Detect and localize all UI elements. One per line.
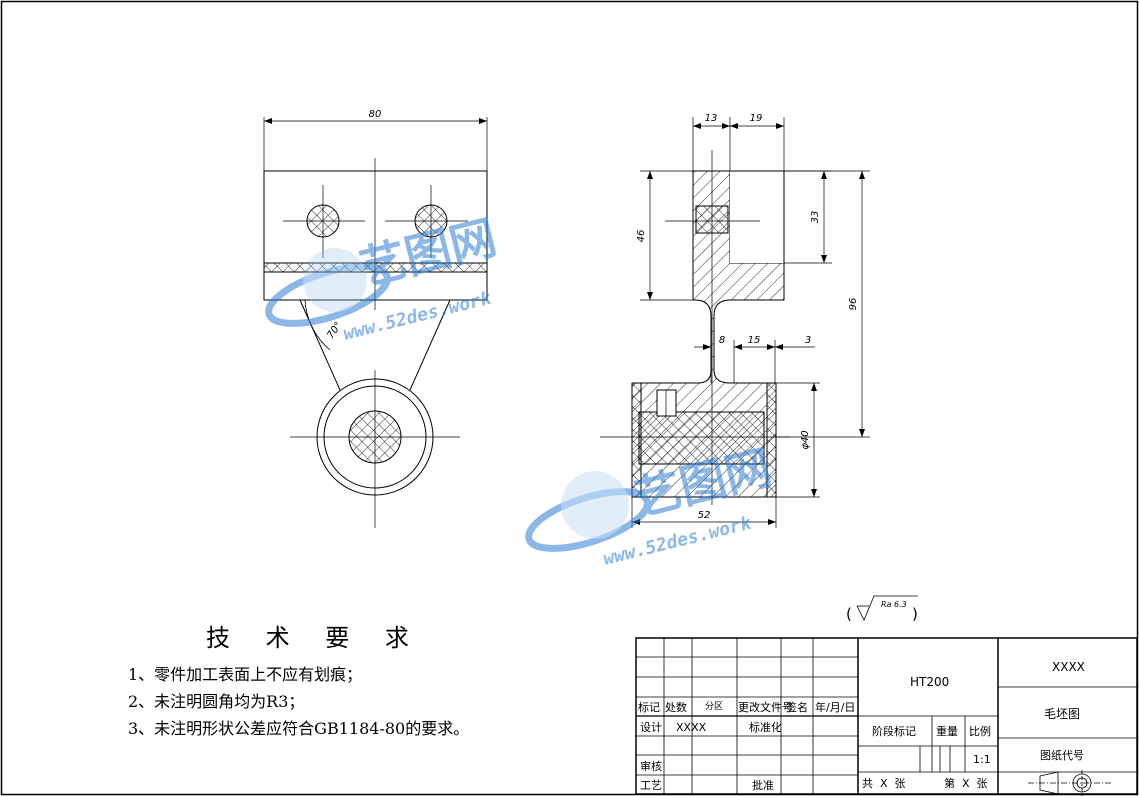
dim-3-label: 3	[805, 335, 811, 346]
tb-zone: 分区	[705, 702, 724, 712]
tb-company: XXXX	[1052, 660, 1085, 674]
dim-33-label: 33	[810, 211, 821, 224]
front-dim-80	[263, 117, 488, 171]
front-view-centerlines	[283, 158, 468, 528]
watermark-logo-1: 艺图网 www.52des.work	[265, 210, 502, 345]
tb-weight: 重量	[936, 725, 958, 738]
tb-standardize: 标准化	[749, 721, 782, 734]
tb-stage-mark: 阶段标记	[872, 725, 916, 738]
tb-sheet-no: 第 X 张	[944, 777, 988, 790]
tb-review: 审核	[640, 760, 662, 773]
tb-design-value: XXXX	[676, 721, 707, 734]
technical-requirements: 技 术 要 求 1、零件加工表面上不应有划痕； 2、未注明圆角均为R3； 3、未…	[128, 618, 608, 742]
tb-count: 处数	[665, 701, 687, 714]
surface-finish-symbol: ( )	[846, 595, 918, 623]
tb-change-doc: 更改文件号	[738, 701, 793, 714]
dim-13-label: 13	[705, 113, 718, 124]
dim-angle-label: 70°	[325, 320, 344, 341]
dim-40-label: φ40	[800, 430, 811, 449]
tb-sheets-total: 共 X 张	[862, 777, 906, 790]
dim-52-label: 52	[698, 510, 711, 521]
tb-process: 工艺	[640, 779, 662, 792]
dim-96-label: 96	[848, 298, 859, 311]
tb-scale: 比例	[969, 725, 991, 738]
front-view	[263, 170, 488, 496]
svg-text:www.52des.work: www.52des.work	[601, 512, 754, 569]
dim-8-label: 8	[719, 335, 725, 346]
dim-15-label: 15	[748, 335, 761, 346]
note-item: 1、零件加工表面上不应有划痕；	[128, 665, 363, 684]
svg-text:(: (	[846, 605, 852, 623]
projection-symbol-icon	[1028, 770, 1112, 796]
roughness-label: Ra 6.3	[881, 600, 907, 609]
svg-text:): )	[912, 605, 918, 623]
section-view	[631, 170, 785, 498]
dim-46-label: 46	[636, 230, 647, 243]
title-block	[635, 637, 1138, 795]
tb-date: 年/月/日	[815, 701, 856, 714]
section-view-centerlines	[600, 150, 790, 505]
tb-signature: 签名	[786, 701, 808, 714]
dim-19-label: 19	[750, 113, 763, 124]
tb-mark: 标记	[638, 701, 660, 714]
tb-approve: 批准	[752, 779, 774, 792]
note-item: 2、未注明圆角均为R3；	[128, 692, 305, 711]
tb-design: 设计	[640, 721, 662, 734]
dim-80-label: 80	[369, 109, 382, 120]
tb-material: HT200	[910, 675, 950, 689]
tb-scale-value: 1:1	[973, 753, 991, 766]
svg-text:www.52des.work: www.52des.work	[341, 287, 494, 344]
notes-title: 技 术 要 求	[206, 624, 423, 652]
tb-drawing-name: 毛坯图	[1044, 707, 1081, 721]
note-item: 3、未注明形状公差应符合GB1184-80的要求。	[128, 719, 470, 738]
tb-drawing-code: 图纸代号	[1040, 749, 1084, 762]
